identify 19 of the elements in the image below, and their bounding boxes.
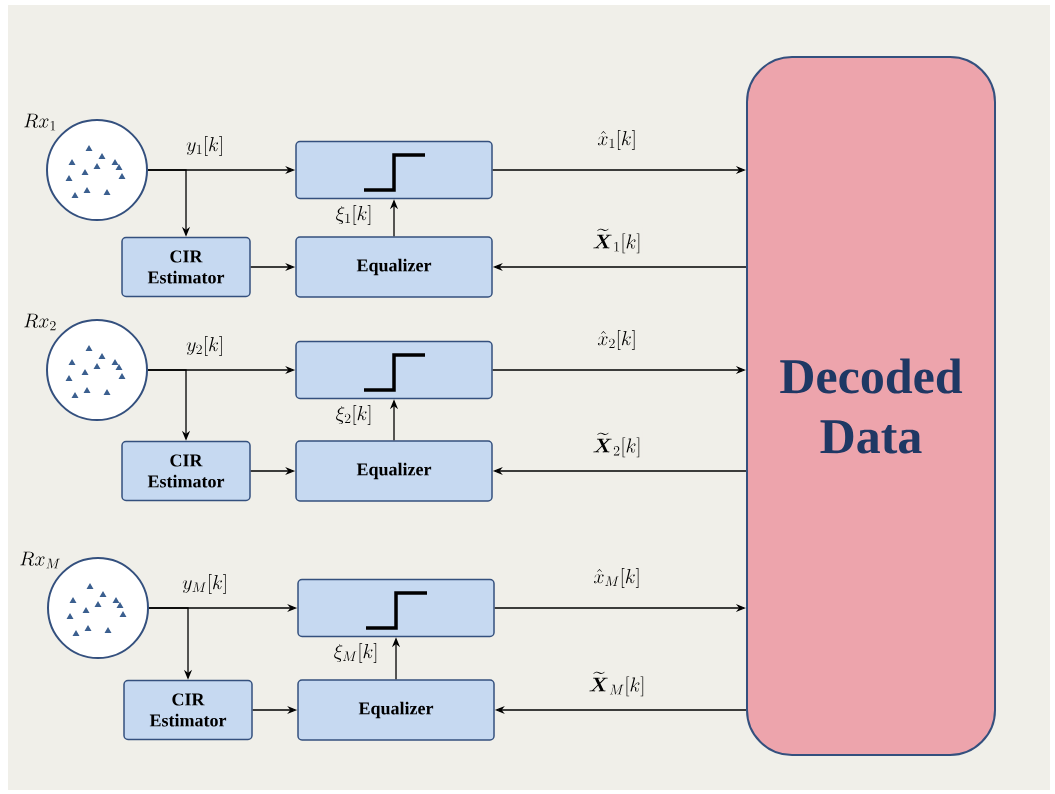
equalizer-box: Equalizer (295, 236, 493, 298)
edge-label: $y_{1}[k]$ (185, 135, 225, 157)
edge-label: $\xi_{M}[k]$ (332, 642, 380, 664)
equalizer-box: Equalizer (295, 440, 493, 502)
edge-label: $y_{2}[k]$ (185, 335, 225, 357)
edge-label: $\xi_{1}[k]$ (334, 204, 374, 226)
estimator-box: CIR Estimator (123, 679, 253, 741)
edge-label: $\xi_{2}[k]$ (334, 404, 374, 426)
equalizer-box: Equalizer (297, 679, 495, 741)
estimator-box: CIR Estimator (121, 236, 251, 298)
receiver-label: $Rx_{2}$ (24, 313, 56, 331)
receiver-label: $Rx_{M}$ (20, 551, 60, 569)
output-block: Decoded Data (746, 56, 996, 756)
edge-label: $y_{M}[k]$ (181, 573, 229, 595)
estimator-box: CIR Estimator (121, 440, 251, 502)
receiver-label: $Rx_{1}$ (24, 113, 56, 131)
edge-label: $\hat{x}_{1}[k]$ (596, 129, 638, 151)
edge-label: $\hat{x}_{M}[k]$ (592, 567, 642, 589)
edge-label: $\hat{x}_{2}[k]$ (596, 329, 638, 351)
